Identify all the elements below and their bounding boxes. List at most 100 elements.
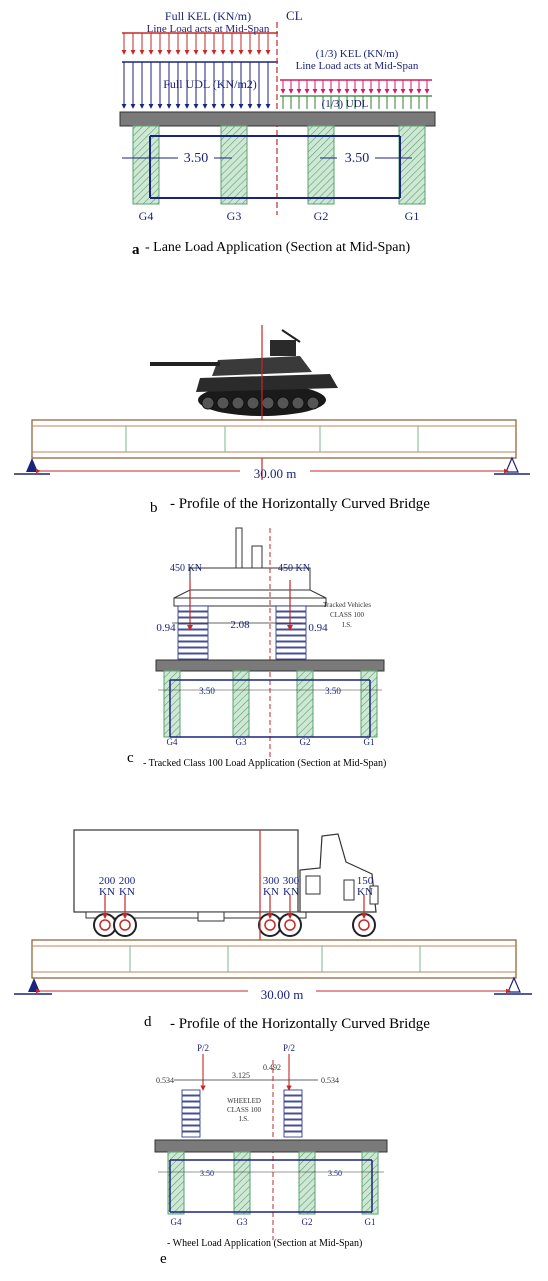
- panel-caption: - Wheel Load Application (Section at Mid…: [167, 1238, 362, 1249]
- roller-support-icon: [494, 976, 532, 995]
- girder-label: G2: [300, 737, 311, 747]
- girder-label: G2: [302, 1217, 313, 1227]
- girders: [132, 125, 426, 205]
- girder-label: G1: [364, 737, 375, 747]
- full-kel-load: [121, 32, 278, 55]
- kel-third-label: (1/3) KEL (KN/m): [316, 48, 399, 60]
- panel-caption: - Lane Load Application (Section at Mid-…: [145, 240, 410, 255]
- dim-mid: 2.08: [230, 619, 250, 631]
- panel-letter: e: [160, 1251, 167, 1267]
- axle-load-label: 200: [99, 875, 116, 887]
- axle-load-label: 300: [283, 875, 300, 887]
- panel-caption: - Profile of the Horizontally Curved Bri…: [170, 1016, 430, 1032]
- dim-right: 0.534: [321, 1076, 339, 1085]
- udl-full-label: Full UDL (KN/m2): [163, 77, 257, 91]
- full-udl-load: [121, 61, 278, 109]
- wheel-stack-right: [283, 1089, 303, 1138]
- girder: [296, 670, 314, 738]
- load-label-left: P/2: [197, 1043, 209, 1053]
- panel-caption: - Tracked Class 100 Load Application (Se…: [143, 758, 386, 769]
- panel-caption: - Profile of the Horizontally Curved Bri…: [170, 496, 430, 512]
- girder: [398, 125, 426, 205]
- axle-load-unit: KN: [357, 886, 373, 898]
- span-label: 30.00 m: [261, 987, 304, 1002]
- panel-b: 30.00 m b - Profile of the Horizontally …: [14, 325, 530, 516]
- kel-third-note: Line Load acts at Mid-Span: [296, 60, 419, 72]
- dim-top: 0.492: [263, 1063, 281, 1072]
- axle-load-label: 300: [263, 875, 280, 887]
- girder-label: G4: [139, 209, 154, 223]
- kel-full-label: Full KEL (KN/m): [165, 9, 251, 23]
- girder-label: G2: [314, 209, 329, 223]
- girder-label: G3: [227, 209, 242, 223]
- third-udl-load: [280, 95, 432, 109]
- pin-support-icon: [14, 458, 50, 475]
- deck-slab: [154, 1139, 388, 1153]
- vehicle-label: WHEELED: [227, 1097, 261, 1105]
- girder: [220, 125, 248, 205]
- panel-letter: b: [150, 500, 158, 516]
- span-label: 30.00 m: [254, 466, 297, 481]
- girder-label: G3: [236, 737, 247, 747]
- vehicle-label: CLASS 100: [227, 1106, 262, 1114]
- axle-load-unit: KN: [263, 886, 279, 898]
- girder-label: G4: [167, 737, 178, 747]
- kel-full-note: Line Load acts at Mid-Span: [147, 23, 270, 35]
- girder: [361, 1151, 379, 1215]
- vehicle-label: I.S.: [342, 621, 352, 629]
- girder: [360, 670, 378, 738]
- panel-c: 450 KN 450 KN 0.94 2.08 0.94 Tracked Veh…: [127, 527, 386, 769]
- girder-label: G1: [405, 209, 420, 223]
- third-kel-load: [280, 79, 432, 94]
- panel-letter: c: [127, 750, 134, 766]
- girder: [163, 670, 181, 738]
- girder-label: G3: [237, 1217, 248, 1227]
- axle-load-label: 150: [357, 875, 374, 887]
- tracked-vehicle-section: [173, 527, 327, 660]
- dim-left: 0.94: [156, 622, 176, 634]
- wheel-stack-left: [181, 1089, 201, 1138]
- load-label-right: 450 KN: [278, 563, 310, 574]
- girder: [232, 670, 250, 738]
- vehicle-label: Tracked Vehicles: [323, 601, 371, 609]
- roller-support-icon: [494, 456, 530, 475]
- spacing-right: 3.50: [328, 1169, 342, 1178]
- girder: [298, 1151, 316, 1215]
- panel-a: Full KEL (KN/m) Line Load acts at Mid-Sp…: [119, 8, 436, 258]
- axle-load-unit: KN: [119, 886, 135, 898]
- deck-slab: [119, 111, 436, 127]
- tank-icon: [150, 329, 338, 416]
- girder: [233, 1151, 251, 1215]
- spacing-right: 3.50: [325, 686, 341, 696]
- pin-support-icon: [14, 978, 52, 995]
- axle-load-unit: KN: [99, 886, 115, 898]
- truck-icon: [73, 829, 379, 937]
- panel-letter: a: [132, 242, 140, 258]
- axle-load-label: 200: [119, 875, 136, 887]
- panel-letter: d: [144, 1014, 152, 1030]
- dim-mid: 3.125: [232, 1071, 250, 1080]
- load-label-right: P/2: [283, 1043, 295, 1053]
- vehicle-label: I.S.: [239, 1115, 249, 1123]
- girder: [307, 125, 335, 205]
- dim-left: 0.534: [156, 1076, 174, 1085]
- panel-e: P/2 P/2 0.534 3.125 0.492 0.534 WHEELED …: [154, 1043, 388, 1267]
- udl-third-label: (1/3) UDL: [322, 98, 369, 110]
- load-label-left: 450 KN: [170, 563, 202, 574]
- spacing-right: 3.50: [345, 151, 370, 166]
- spacing-left: 3.50: [200, 1169, 214, 1178]
- spacing-left: 3.50: [199, 686, 215, 696]
- axle-load-unit: KN: [283, 886, 299, 898]
- girder: [167, 1151, 185, 1215]
- vehicle-label: CLASS 100: [330, 611, 365, 619]
- girder-label: G1: [365, 1217, 376, 1227]
- spacing-left: 3.50: [184, 151, 209, 166]
- girders: [167, 1151, 379, 1215]
- girder-label: G4: [171, 1217, 182, 1227]
- girder: [132, 125, 160, 205]
- dim-right: 0.94: [308, 622, 328, 634]
- centerline-label: CL: [286, 8, 303, 23]
- deck-slab: [155, 659, 385, 672]
